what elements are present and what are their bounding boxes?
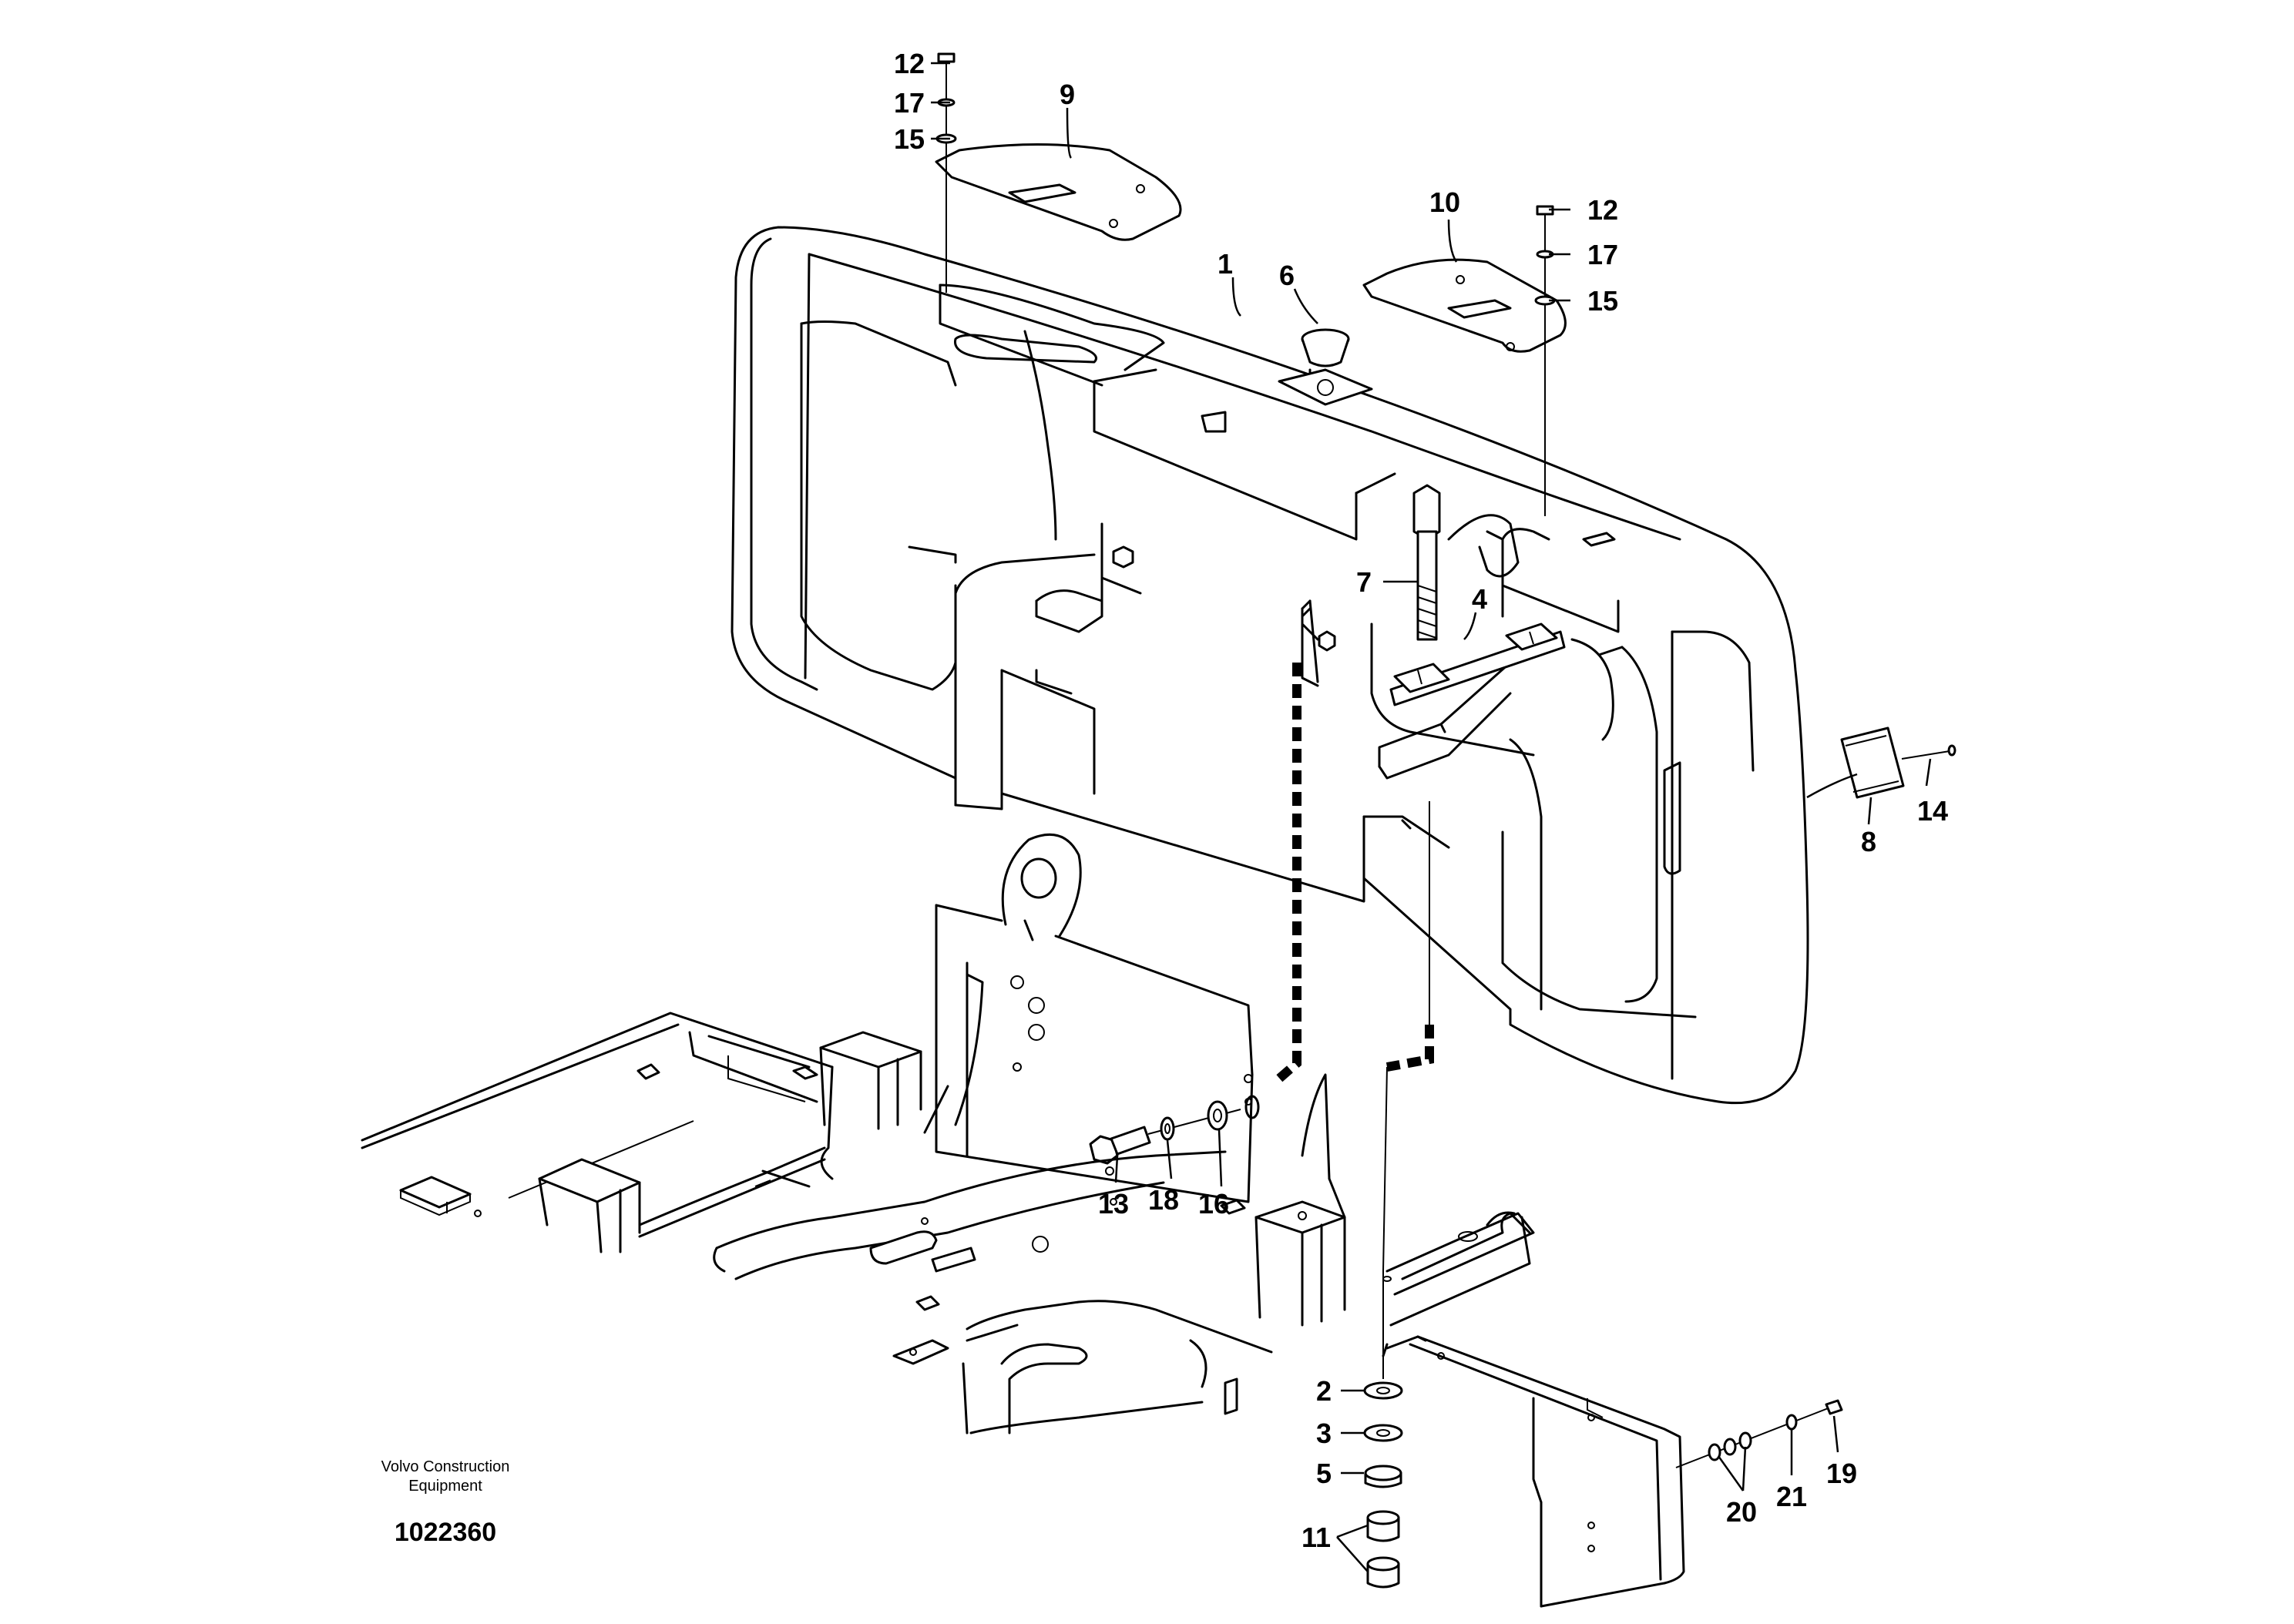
upper-frame (361, 833, 1685, 1608)
reflector-8 (1840, 726, 1956, 799)
callout-2: 2 (1316, 1375, 1332, 1407)
counterweight (731, 226, 1809, 1105)
callout-6: 6 (1279, 260, 1295, 291)
alignment-lines (1276, 599, 1434, 1272)
callout-15-right: 15 (1587, 285, 1618, 317)
callout-10: 10 (1429, 186, 1460, 218)
caption-company-line2: Equipment (408, 1478, 482, 1495)
fasteners-19-20-21 (1675, 1399, 1843, 1468)
callout-17-left: 17 (894, 87, 925, 119)
callout-3: 3 (1316, 1418, 1332, 1449)
callout-21: 21 (1776, 1481, 1807, 1512)
callout-13: 13 (1098, 1188, 1129, 1220)
stud-washer-stack (1363, 1271, 1403, 1589)
callout-5: 5 (1316, 1458, 1332, 1489)
callout-12-left: 12 (894, 48, 925, 79)
callout-4: 4 (1472, 583, 1487, 615)
cover-plate-9 (935, 143, 1182, 241)
callout-20: 20 (1726, 1496, 1757, 1528)
callout-11: 11 (1302, 1522, 1331, 1553)
callout-16: 16 (1198, 1188, 1229, 1220)
caption-doc-number: 1022360 (395, 1518, 496, 1547)
callout-15-left: 15 (894, 123, 925, 155)
leader-lines (931, 62, 1932, 1572)
callout-9: 9 (1060, 79, 1075, 110)
callout-7: 7 (1356, 566, 1372, 598)
bolt-plate-assembly (1389, 484, 1566, 706)
callout-18: 18 (1148, 1184, 1179, 1216)
fastener-stack-right (1534, 205, 1556, 516)
cap-6 (1301, 328, 1350, 367)
caption-company-line1: Volvo Construction (381, 1458, 510, 1475)
callout-19: 19 (1826, 1458, 1857, 1489)
cover-plate-10 (1362, 258, 1567, 353)
caption-block: Volvo Construction Equipment 1022360 (381, 1458, 510, 1547)
callout-labels: 1 9 10 6 7 4 12 17 15 12 17 15 8 14 13 1… (894, 48, 1948, 1553)
callout-14: 14 (1917, 795, 1948, 827)
callout-12-right: 12 (1587, 194, 1618, 226)
bolt-13-assembly (1089, 1095, 1260, 1165)
callout-8: 8 (1861, 826, 1876, 857)
callout-17-right: 17 (1587, 239, 1618, 270)
callout-1: 1 (1218, 248, 1233, 280)
